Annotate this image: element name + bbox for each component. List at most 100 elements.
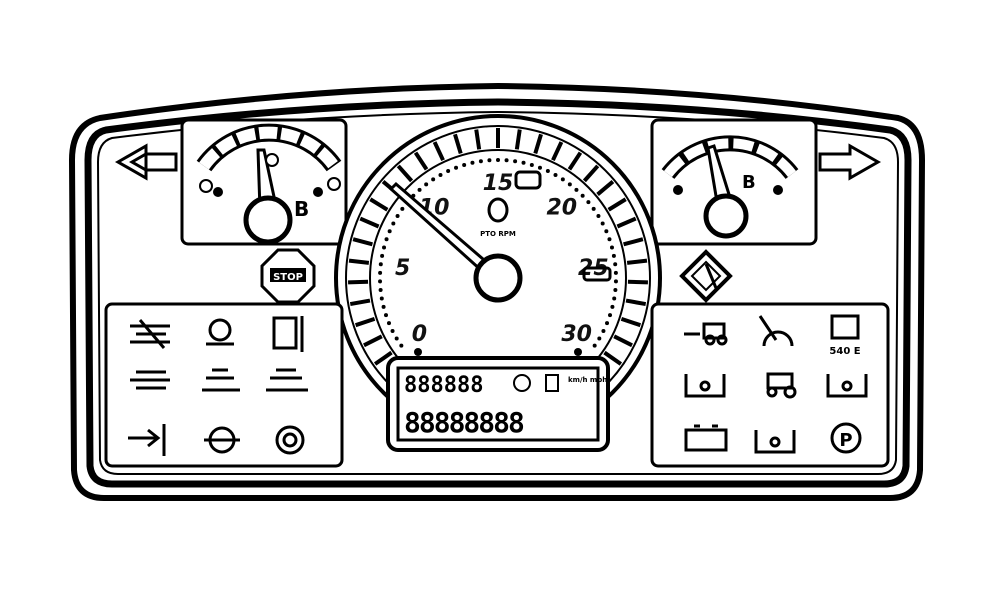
left-indicator-panel: [104, 302, 344, 468]
pto-540e-icon: 540 E: [829, 314, 861, 357]
speedometer-dot: [612, 296, 617, 301]
speedometer-tick: [582, 164, 600, 183]
pto-rpm-label: PTO RPM: [480, 230, 516, 238]
speedometer-dot: [378, 279, 383, 284]
speedometer-dot: [580, 193, 585, 198]
speedometer-dot: [504, 158, 509, 163]
speedometer-dot: [387, 229, 392, 234]
speedometer-tick: [396, 164, 414, 183]
speedometer-dot: [446, 169, 451, 174]
speedometer-dot: [454, 165, 459, 170]
speedometer-dot: [605, 321, 610, 326]
speedometer-tick: [453, 133, 463, 155]
front-pto-icon: [684, 374, 726, 398]
speedometer-tick: [620, 316, 642, 328]
battery-icon: [684, 424, 728, 452]
left-turn-signal-icon: [114, 143, 178, 181]
speedometer-dot: [431, 177, 436, 182]
auto-mode-icon: [206, 318, 234, 346]
speedometer-dot: [470, 160, 475, 165]
speedometer-dot: [613, 262, 618, 267]
speedometer-dot: [487, 158, 492, 163]
speedometer-dot: [597, 336, 602, 341]
speedometer-tick: [348, 258, 370, 265]
speedometer-dots: [378, 158, 618, 348]
four-wheel-drive-icon: [130, 370, 170, 390]
speedometer-dot: [574, 187, 579, 192]
speedometer-tick: [413, 151, 429, 171]
pto-icon: PTO RPM: [480, 197, 516, 238]
svg-text:B: B: [294, 197, 309, 221]
speedometer-dot: [462, 162, 467, 167]
speedometer-dot: [591, 206, 596, 211]
left-gauge-panel: B: [180, 118, 348, 246]
speedometer-tick: [603, 350, 623, 366]
speedometer-dot: [607, 237, 612, 242]
speedometer-dot: [424, 182, 429, 187]
speedometer-dot: [478, 159, 483, 164]
pto-540e-label: 540 E: [829, 346, 860, 357]
speedometer-dot: [438, 172, 443, 177]
speedometer-tick: [627, 279, 648, 285]
lcd-top-row: 888888: [404, 373, 483, 398]
engine-warning-icon: [582, 266, 612, 282]
speedometer-tick-label: 5: [395, 256, 410, 281]
speedometer-dot: [382, 245, 387, 250]
stop-warning-icon: STOP: [260, 248, 316, 304]
speedometer-tick: [607, 197, 627, 212]
rear-hitch-icon: [266, 368, 308, 392]
right-gauge-panel: B: [650, 118, 818, 246]
speedometer-dot: [391, 221, 396, 226]
hydraulic-oil-icon: [272, 316, 304, 352]
stop-label: STOP: [273, 272, 303, 283]
speedometer-tick: [432, 141, 445, 162]
speedometer-tick: [369, 197, 389, 212]
speedometer-hub: [473, 253, 523, 303]
parking-brake-label: P: [839, 430, 852, 451]
speedometer-dot: [378, 262, 383, 267]
speedometer-tick: [596, 180, 615, 196]
speedometer-dot: [399, 343, 404, 348]
speedometer-tick: [514, 129, 522, 150]
speedometer-dot: [604, 229, 609, 234]
speedometer-tick: [567, 151, 583, 171]
speedometer-dot: [596, 214, 601, 219]
speedometer-tick-label: 15: [483, 171, 514, 196]
speedometer-dot: [553, 172, 558, 177]
cluster-bezel-line: [96, 110, 900, 475]
speedometer-dot: [383, 313, 388, 318]
speedometer-dot: [613, 287, 618, 292]
speedometer-dot: [521, 160, 526, 165]
speedometer-tick: [348, 279, 369, 285]
speedometer-dot: [609, 245, 614, 250]
speedometer-dot: [560, 177, 565, 182]
engine-icon: [514, 170, 542, 190]
speedometer-dot: [378, 270, 383, 275]
speedometer-dot: [611, 253, 616, 258]
speedometer-dot: [496, 158, 500, 162]
speedometer-dot: [395, 214, 400, 219]
pto-engaged-icon: [754, 430, 796, 454]
speedometer-dot: [613, 279, 618, 284]
lcd-bottom-row: 88888888: [404, 406, 524, 439]
coolant-temp-icon: [128, 424, 166, 456]
speedometer-dot: [380, 253, 385, 258]
speedometer-dot: [379, 296, 384, 301]
front-hitch-icon: [202, 368, 240, 392]
svg-text:B: B: [742, 172, 756, 193]
speedometer-tick: [354, 316, 376, 328]
hazard-diamond-icon: [679, 249, 733, 303]
speedometer-tick: [533, 133, 543, 155]
speedometer-tick: [551, 141, 564, 162]
engine-oil-pressure-icon: [204, 426, 240, 454]
speedometer-dot: [417, 187, 422, 192]
speedometer-tick: [373, 350, 393, 366]
speedometer-dot: [613, 270, 618, 275]
speedometer-dot: [394, 336, 399, 341]
tractor-icon: [766, 372, 797, 399]
speedometer-tick: [349, 298, 371, 307]
speedometer-tick-label: 0: [412, 322, 427, 347]
speedometer-tick: [626, 258, 648, 265]
speed-limiter-icon: [758, 315, 794, 347]
